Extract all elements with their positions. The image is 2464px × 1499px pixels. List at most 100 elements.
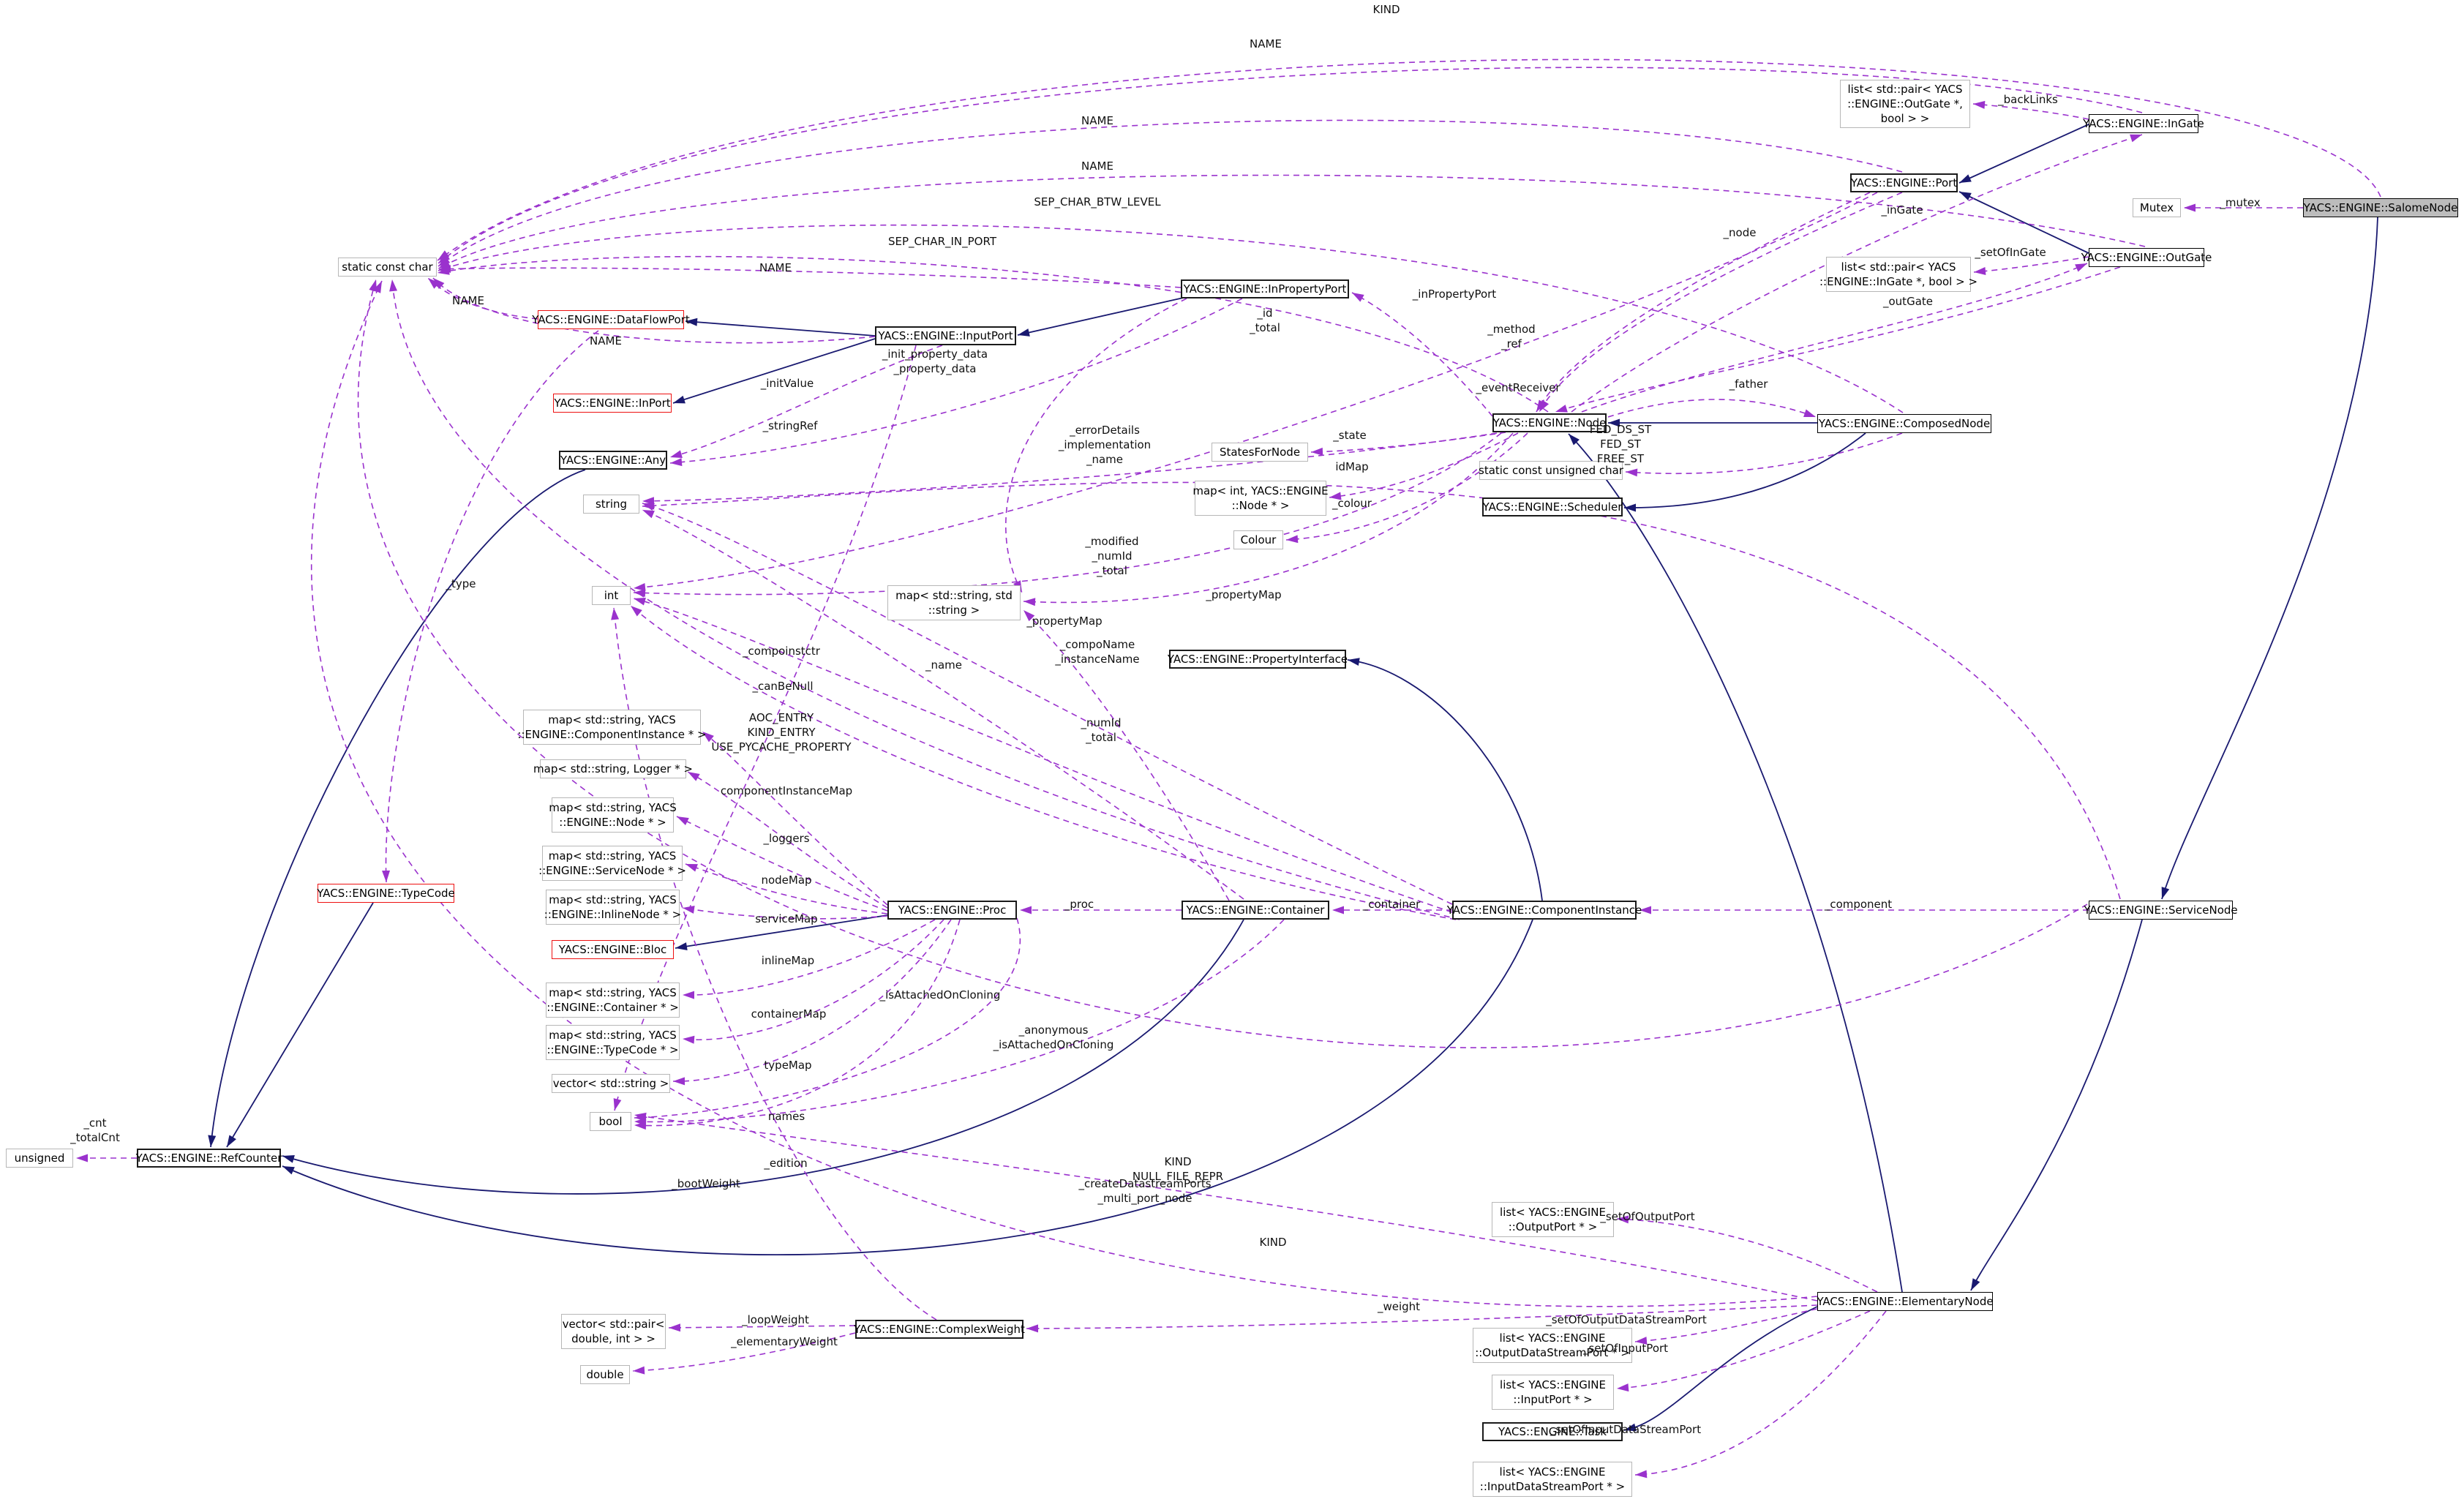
- arrowhead-icon: [382, 870, 391, 882]
- class-box-listpairingate: list< std::pair< YACS ::ENGINE::InGate *…: [1819, 257, 1977, 292]
- class-box-any[interactable]: YACS::ENGINE::Any: [559, 451, 667, 470]
- class-box-dataflowport[interactable]: YACS::ENGINE::DataFlowPort: [532, 310, 690, 329]
- arrowhead-icon: [631, 606, 642, 617]
- arrowhead-icon: [428, 278, 440, 289]
- edge-outgate-to-node: [1555, 266, 2121, 413]
- arrowhead-icon: [642, 503, 655, 511]
- edge-typecode-to-refcounter: [226, 902, 374, 1148]
- edge-inputport-to-dataflowport: [685, 320, 876, 337]
- class-box-int: int: [592, 586, 631, 605]
- class-box-proc[interactable]: YACS::ENGINE::Proc: [887, 901, 1017, 920]
- edge-componentinstance-to-int: [633, 598, 1453, 913]
- arrowhead-icon: [702, 732, 714, 743]
- class-box-mapservicenode: map< std::string, YACS ::ENGINE::Service…: [538, 846, 686, 881]
- class-box-composednode[interactable]: YACS::ENGINE::ComposedNode: [1817, 414, 1991, 433]
- class-box-listinputds: list< YACS::ENGINE ::InputDataStreamPort…: [1473, 1462, 1632, 1497]
- class-box-sccuchar: static const unsigned char: [1479, 461, 1623, 480]
- arrowhead-icon: [369, 279, 378, 292]
- edge-elementarynode-to-complexweight: [1026, 1304, 1818, 1329]
- edge-proc-to-mapinlinenode: [682, 907, 888, 920]
- arrowhead-icon: [2130, 134, 2142, 143]
- class-box-mapnode: map< std::string, YACS ::ENGINE::Node * …: [549, 797, 677, 833]
- class-box-refcounter[interactable]: YACS::ENGINE::RefCounter: [136, 1149, 282, 1168]
- edge-any-to-refcounter: [210, 469, 586, 1148]
- class-box-inport[interactable]: YACS::ENGINE::InPort: [553, 394, 672, 413]
- edge-elementarynode-to-scc: [310, 280, 1818, 1307]
- arrowhead-icon: [673, 395, 686, 404]
- edge-salomenode-to-servicenode: [2161, 217, 2378, 900]
- arrowhead-icon: [1286, 535, 1299, 544]
- edge-complexweight-to-int: [613, 607, 937, 1320]
- edge-port-to-int: [633, 192, 1878, 589]
- class-box-vectorstring: vector< std::string >: [552, 1074, 670, 1093]
- edge-complexweight-to-vectorpair: [668, 1325, 856, 1329]
- class-box-unsigned: unsigned: [6, 1149, 73, 1168]
- edge-dataflowport-to-typecode: [385, 330, 599, 883]
- edge-proc-to-mapcompinst: [702, 731, 888, 906]
- arrowhead-icon: [1639, 906, 1651, 914]
- arrowhead-icon: [1026, 1324, 1039, 1333]
- edge-elementarynode-to-listinputport: [1616, 1310, 1871, 1389]
- arrowhead-icon: [670, 458, 683, 467]
- edge-componentinstance-to-string: [642, 503, 1453, 905]
- edge-elementarynode-to-task: [1623, 1306, 1818, 1431]
- edge-servicenode-to-scc: [357, 279, 2088, 1048]
- arrowhead-icon: [208, 1135, 217, 1147]
- class-box-outgate[interactable]: YACS::ENGINE::OutGate: [2081, 248, 2212, 267]
- edge-node-to-int: [633, 432, 1502, 596]
- class-box-bloc[interactable]: YACS::ENGINE::Bloc: [552, 940, 674, 959]
- arrowhead-icon: [1023, 610, 1035, 622]
- class-box-inputport[interactable]: YACS::ENGINE::InputPort: [875, 326, 1016, 345]
- arrowhead-icon: [683, 991, 695, 999]
- class-box-ingate[interactable]: YACS::ENGINE::InGate: [2083, 114, 2204, 133]
- class-box-scheduler[interactable]: YACS::ENGINE::Scheduler: [1482, 497, 1623, 516]
- edge-port-to-node: [1536, 192, 1871, 413]
- arrowhead-icon: [634, 589, 646, 598]
- class-box-vectorpair: vector< std::pair< double, int > >: [561, 1314, 666, 1349]
- arrowhead-icon: [686, 864, 698, 872]
- edge-container-to-string: [642, 509, 1244, 900]
- edge-elementarynode-to-bool: [634, 1114, 1818, 1301]
- edge-elementarynode-to-listinputds: [1634, 1310, 1887, 1476]
- class-box-colour: Colour: [1233, 530, 1283, 549]
- class-box-double: double: [580, 1365, 630, 1384]
- edge-dataflowport-to-scc: [427, 277, 538, 320]
- edge-outgate-to-scc: [437, 174, 2146, 269]
- arrowhead-icon: [634, 582, 646, 591]
- arrowhead-icon: [683, 1035, 695, 1044]
- class-box-servicenode[interactable]: YACS::ENGINE::ServiceNode: [2084, 901, 2238, 920]
- edge-servicenode-to-string: [642, 481, 2121, 900]
- arrowhead-icon: [1018, 328, 1030, 337]
- class-box-inpropertyport[interactable]: YACS::ENGINE::InPropertyPort: [1181, 279, 1349, 298]
- class-box-complexweight[interactable]: YACS::ENGINE::ComplexWeight: [854, 1320, 1025, 1339]
- arrowhead-icon: [634, 1117, 647, 1126]
- class-box-maptypecode: map< std::string, YACS ::ENGINE::TypeCod…: [546, 1025, 680, 1060]
- edge-outgate-to-port: [1958, 191, 2089, 254]
- class-box-propertyinterface[interactable]: YACS::ENGINE::PropertyInterface: [1168, 650, 1348, 669]
- edge-inpropertyport-to-inputport: [1017, 296, 1187, 336]
- class-box-node[interactable]: YACS::ENGINE::Node: [1492, 413, 1607, 432]
- edge-node-to-inpropertyport: [1351, 292, 1493, 417]
- class-box-task[interactable]: YACS::ENGINE::Task: [1482, 1422, 1623, 1441]
- arrowhead-icon: [1020, 906, 1032, 914]
- class-box-port[interactable]: YACS::ENGINE::Port: [1850, 173, 1958, 192]
- class-box-mapcontainer: map< std::string, YACS ::ENGINE::Contain…: [546, 983, 680, 1018]
- edge-proc-to-bloc: [675, 914, 888, 949]
- class-box-typecode[interactable]: YACS::ENGINE::TypeCode: [317, 884, 455, 903]
- edge-node-to-ingate: [1571, 134, 2143, 413]
- edge-proc-to-maptypecode: [682, 919, 944, 1041]
- arrowhead-icon: [677, 816, 689, 825]
- arrowhead-icon: [1617, 1215, 1629, 1224]
- arrowhead-icon: [686, 318, 698, 326]
- class-box-mapcompinst: map< std::string, YACS ::ENGINE::Compone…: [517, 710, 707, 745]
- edge-node-to-string: [642, 432, 1498, 502]
- edge-componentinstance-to-scc: [391, 279, 1460, 920]
- edge-proc-to-bool: [634, 917, 1021, 1119]
- class-box-elementarynode[interactable]: YACS::ENGINE::ElementaryNode: [1817, 1292, 1994, 1311]
- class-box-container[interactable]: YACS::ENGINE::Container: [1182, 901, 1329, 920]
- edge-node-to-outgate: [1581, 263, 2088, 413]
- arrowhead-icon: [670, 450, 683, 458]
- class-box-componentinstance[interactable]: YACS::ENGINE::ComponentInstance: [1447, 901, 1642, 920]
- arrowhead-icon: [1555, 405, 1568, 413]
